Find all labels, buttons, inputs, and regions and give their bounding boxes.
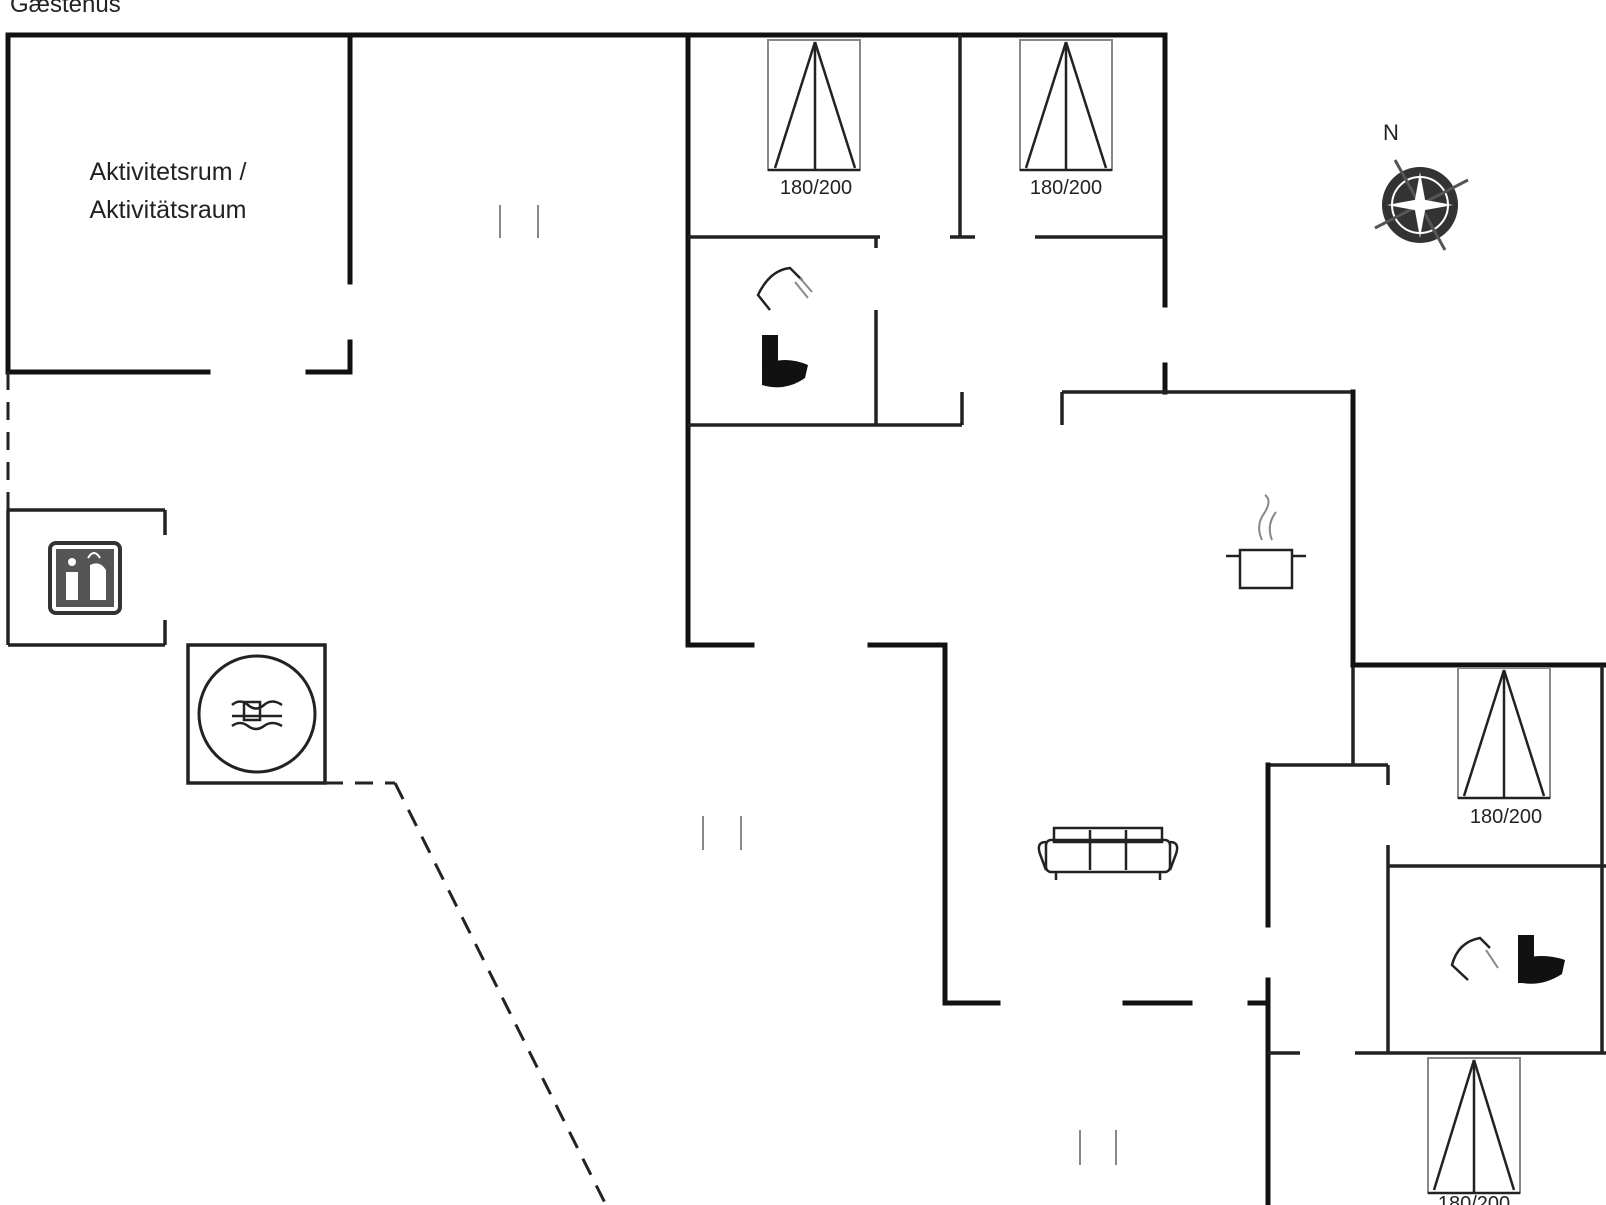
window-mark-icon: [499, 205, 539, 238]
bed-size-label: 180/200: [1470, 806, 1542, 828]
toilet-icon: [762, 335, 808, 388]
bed-icon: 180/200: [1427, 1057, 1521, 1205]
window-mark-icon: [1079, 1130, 1117, 1165]
bed-size-label: 180/200: [1438, 1193, 1510, 1205]
compass-icon: N: [1374, 120, 1469, 251]
bed-icon: 180/200: [1019, 39, 1113, 199]
room-label-line-2: Aktivitätsraum: [90, 196, 247, 224]
bed-size-label: 180/200: [1030, 177, 1102, 199]
bed-size-label: 180/200: [780, 177, 852, 199]
shower-icon: [1450, 936, 1499, 981]
stove-icon: [1226, 494, 1306, 590]
window-mark-icon: [702, 816, 742, 850]
walls: [5, 32, 1606, 1205]
fireplace-icon: [48, 541, 122, 615]
spa-icon: [197, 654, 317, 774]
sofa-icon: [1037, 826, 1179, 880]
compass-north-label: N: [1383, 120, 1399, 145]
plan-header-text: Gæstehus: [10, 0, 121, 18]
bed-icon: 180/200: [767, 39, 861, 199]
shower-icon: [756, 266, 813, 311]
toilet-icon: [1518, 935, 1565, 984]
bed-icon: 180/200: [1457, 667, 1551, 828]
room-label-line-1: Aktivitetsrum /: [90, 158, 247, 186]
